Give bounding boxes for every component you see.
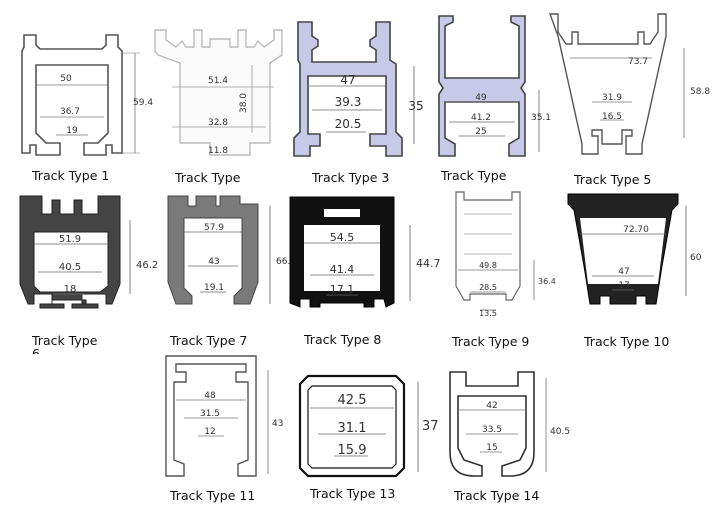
dim-4: 36.4 [538,277,556,286]
dim-4: 59.4 [133,98,153,108]
dim-4: 38.0 [239,93,249,113]
track-9-caption: Track Type 9 [452,334,530,349]
track-8-caption: Track Type 8 [304,332,382,347]
track-2-caption: Track Type [175,170,241,185]
dim-4: 40.5 [550,427,570,437]
track-6-caption-line2: 6 [32,346,40,354]
dim-3: 25 [475,127,486,137]
dim-2: 40.5 [59,262,81,273]
dim-3: 13.5 [479,309,497,318]
dim-1: 73.7 [628,57,648,67]
dim-1: 50 [60,74,72,84]
dim-1: 72.70 [623,225,649,235]
track-4-caption: Track Type [441,168,507,183]
dim-1: 42.5 [338,393,367,408]
dim-2: 32.8 [208,118,228,128]
track-7-caption: Track Type 7 [170,333,248,348]
track-13-diagram: 42.5 31.1 15.9 37 [296,372,441,487]
dim-2: 41.4 [330,263,355,276]
dim-3: 11.8 [208,146,228,156]
track-10-caption: Track Type 10 [584,334,670,349]
track-6-diagram: 51.9 40.5 18 46.2 [12,192,158,322]
dim-4: 35 [408,99,423,113]
track-4-diagram: 49 41.2 25 35.1 [435,12,555,162]
dim-2: 43 [208,257,219,267]
dim-3: 15.9 [338,443,367,458]
track-1-caption: Track Type 1 [32,168,110,183]
dim-1: 48 [204,391,216,401]
track-6-caption: Track Type 6 [32,334,97,354]
dim-4: 35.1 [531,113,551,123]
dim-3: 17.1 [330,283,355,296]
dim-1: 47 [340,73,355,87]
dim-1: 49.8 [479,261,497,270]
track-11-caption: Track Type 11 [170,488,256,503]
dim-2: 41.2 [471,113,491,123]
dim-2: 31.1 [338,421,367,436]
dim-2: 31.9 [602,93,622,103]
dim-2: 47 [618,267,629,277]
dim-2: 33.5 [482,425,502,435]
dim-2: 31.5 [200,409,220,419]
dim-1: 57.9 [204,223,224,233]
dim-3: 15 [486,443,497,453]
dim-2: 36.7 [60,107,80,117]
dim-4: 60 [690,253,702,263]
dim-3: 17 [618,281,629,291]
dim-3: 16.5 [602,112,622,122]
dim-4: 37 [422,419,439,434]
dim-2: 39.3 [335,95,362,109]
dim-4: 66.6 [276,257,296,267]
dim-4: 43 [272,419,283,429]
dim-3: 18 [64,284,77,295]
dim-1: 42 [486,401,497,411]
dim-4: 44.7 [416,257,441,270]
track-8-diagram: 54.5 41.4 17.1 44.7 [289,195,441,325]
dim-1: 51.4 [208,76,228,86]
track-1-diagram: 50 36.7 19 59.4 [10,25,153,165]
track-6-caption-line1: Track Type [32,334,98,348]
track-5-caption: Track Type 5 [574,172,652,187]
dim-1: 49 [475,93,487,103]
dim-3: 12 [204,427,215,437]
track-9-diagram: 49.8 28.5 13.5 36.4 [440,188,570,323]
track-5-diagram: 73.7 31.9 16.5 58.8 [548,10,718,165]
track-10-diagram: 72.70 47 17 60 [566,192,716,322]
dim-3: 19 [66,126,78,136]
track-14-caption: Track Type 14 [454,488,540,503]
track-3-caption: Track Type 3 [312,170,390,185]
track-14-diagram: 42 33.5 15 40.5 [446,368,576,486]
track-2-diagram: 51.4 32.8 11.8 38.0 [150,25,290,165]
track-11-diagram: 48 31.5 12 43 [160,352,300,482]
dim-3: 20.5 [335,117,362,131]
dim-4: 46.2 [136,260,158,271]
dim-2: 28.5 [479,283,497,292]
dim-4: 58.8 [690,87,710,97]
track-7-diagram: 57.9 43 19.1 66.6 [160,192,300,322]
dim-3: 19.1 [204,283,224,293]
dim-1: 54.5 [330,231,355,244]
dim-1: 51.9 [59,234,81,245]
track-13-caption: Track Type 13 [310,486,396,501]
track-3-diagram: 47 39.3 20.5 35 [290,20,435,165]
